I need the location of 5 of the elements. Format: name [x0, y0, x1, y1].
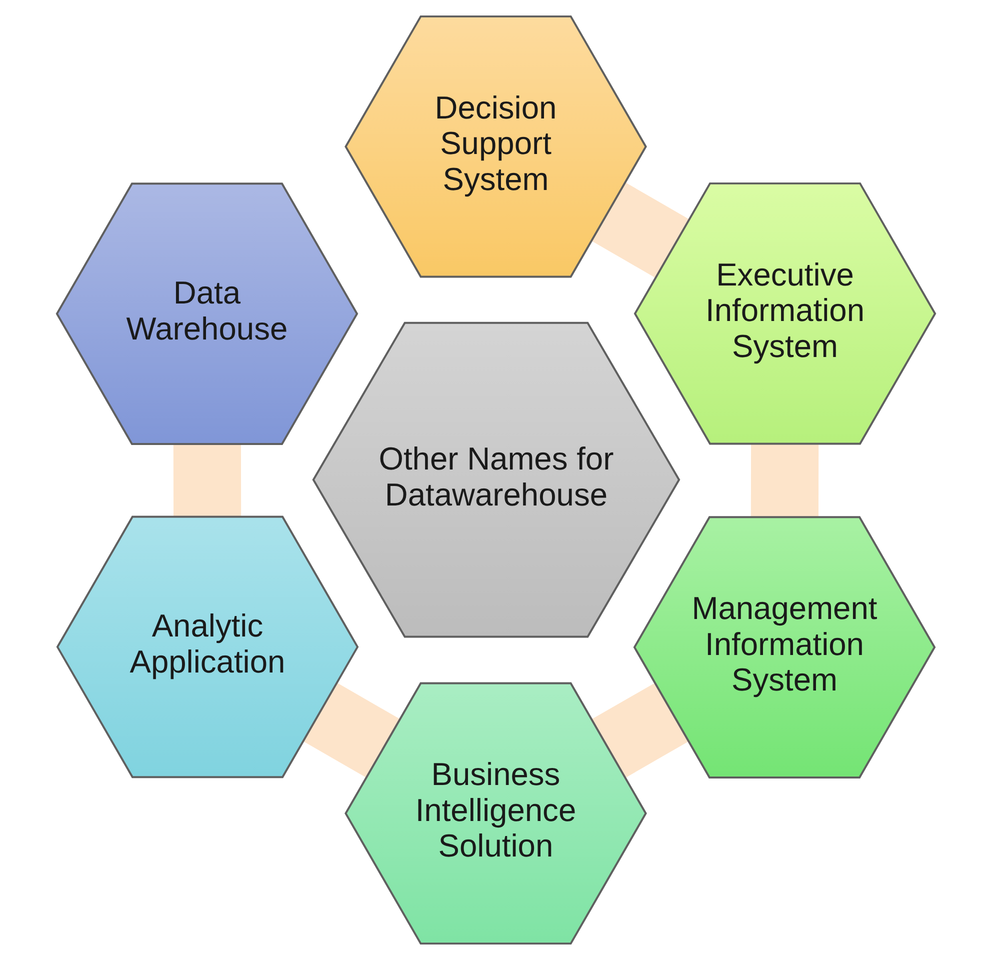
connector	[592, 683, 688, 778]
connector	[173, 444, 242, 517]
connector	[592, 182, 690, 278]
connector	[304, 682, 400, 778]
connector	[750, 444, 819, 517]
